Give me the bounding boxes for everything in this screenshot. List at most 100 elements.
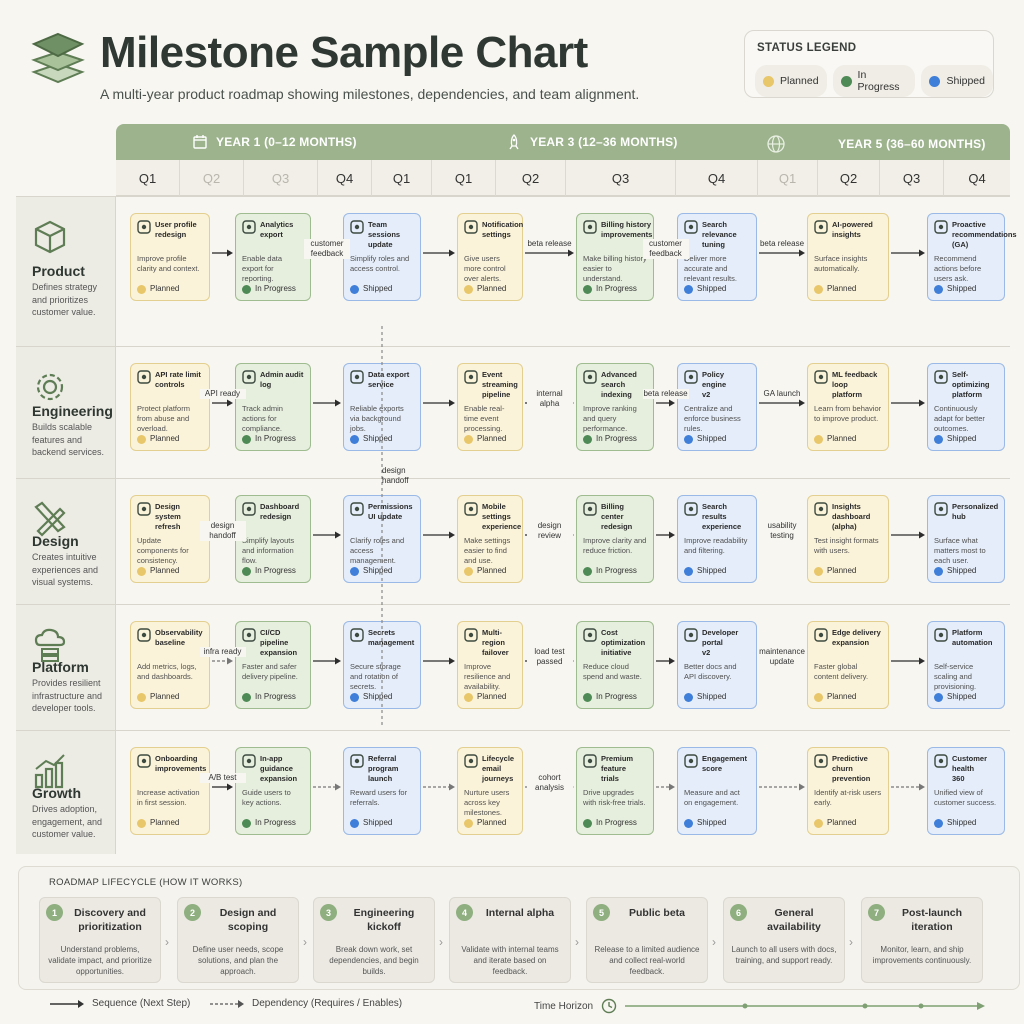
arrowhead [799,399,805,407]
legend-item-shipped: Shipped [921,65,993,97]
status-label: Planned [477,692,507,701]
roadmap-board: YEAR 1 (0–12 MONTHS) YEAR 3 (12–36 MONTH… [16,124,1017,854]
arrowhead [335,657,341,665]
chevron-right-icon: › [439,935,443,949]
status-dot-icon [350,434,359,444]
card-status: Shipped [350,434,414,444]
status-label: Shipped [697,818,727,827]
card-title-line-1: Cost optimization [601,628,646,647]
card-status: In Progress [242,692,304,702]
dollar-icon [583,628,597,642]
milestone-card[interactable]: Insights dashboard(alpha)Test insight fo… [807,495,889,583]
card-description: Measure and act on engagement. [684,788,740,807]
quarter-header: Q3 [566,160,676,196]
arrowhead [227,249,233,257]
year-5-header: YEAR 5 (36–60 MONTHS) [766,134,986,154]
card-status: Planned [814,284,882,294]
card-title-line-1: In-app guidance [260,754,293,773]
card-title-line-1: Dashboard [260,502,300,511]
card-title-line-1: Platform [952,628,983,637]
status-dot-icon [242,692,251,702]
card-title-line-1: Billing center [601,502,624,521]
step-description: Define user needs, scope solutions, and … [192,945,284,976]
card-title-line-2: redesign [155,230,187,239]
card-description: Centralize and enforce business rules. [684,404,741,433]
ai-chart-icon [814,220,828,234]
diamond-icon [583,754,597,768]
card-description: Guide users to key actions. [242,788,291,807]
status-label: Planned [477,818,507,827]
status-dot-icon [583,818,592,828]
status-label: In Progress [596,692,637,701]
status-dot-icon [350,566,359,576]
card-status: In Progress [583,434,647,444]
quarter-header: Q3 [880,160,944,196]
card-description: Identify at-risk users early. [814,788,882,807]
card-description: Simplify roles and access control. [350,254,410,273]
status-dot-icon [934,434,943,444]
arrowhead [449,783,455,791]
card-title-line-1: Admin audit [260,370,304,379]
quarter-header: Q1 [432,160,496,196]
bar-chart-icon [34,754,65,789]
connector-label: infra ready [199,647,246,657]
card-title-line-2: experience [702,522,742,531]
milestone-card[interactable]: Proactive recommendations(GA)Recommend a… [927,213,1017,301]
shield-check-icon [684,370,698,384]
card-title-line-2: insights [832,230,861,239]
arrowhead [227,783,233,791]
card-title-line-1: Data export [368,370,410,379]
solid-arrow-icon [50,999,84,1008]
card-title-line-1: Onboarding [155,754,198,763]
cloud-server-icon [34,628,66,662]
card-description: Add metrics, logs, and dashboards. [137,662,197,681]
connector-label: load test passed [526,647,573,667]
card-description: Continuously adapt for better outcomes. [934,404,985,433]
arrowhead [669,531,675,539]
quarter-header: Q1 [372,160,432,196]
